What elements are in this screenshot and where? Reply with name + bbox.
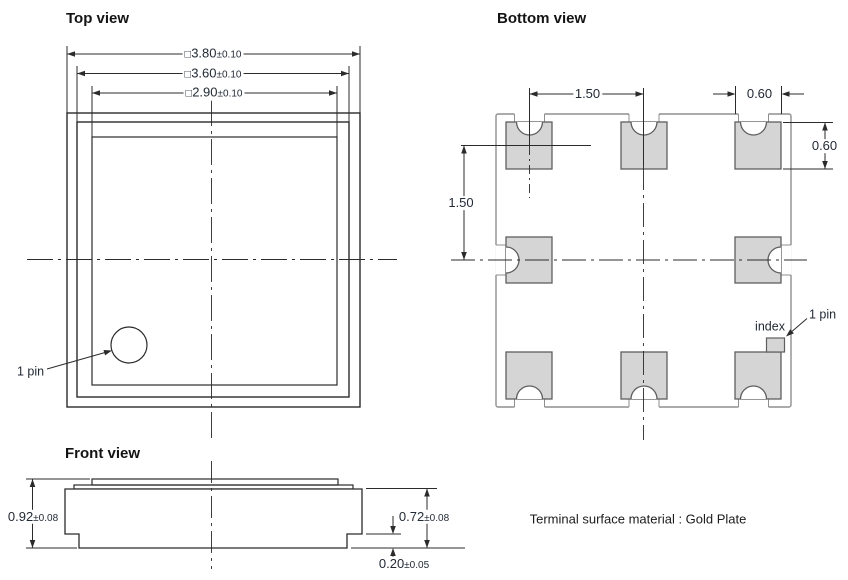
dim-label-pad-pitch-horizontal: 1.50	[572, 86, 603, 102]
front-view-extension-lines	[26, 478, 465, 549]
package-lid-cavity	[91, 136, 338, 386]
terminal-material-note: Terminal surface material : Gold Plate	[529, 511, 747, 527]
package-side-profile	[64, 488, 363, 549]
lid-top-layer	[91, 478, 339, 486]
dim-label-body-height: 0.72±0.08	[396, 508, 452, 524]
dim-label-step-height: 0.20±0.05	[376, 555, 432, 572]
dim-label-pad-height: 0.60	[809, 138, 840, 154]
index-pad-label: index	[755, 318, 785, 333]
top-view-extension-lines	[66, 46, 361, 137]
bottom-view-title: Bottom view	[497, 10, 587, 27]
index-pad	[765, 337, 786, 353]
castellation-relief-ticks	[496, 114, 791, 407]
dim-label-total-height: 0.92±0.08	[5, 508, 61, 524]
top-view-pin1-label: 1 pin	[16, 363, 45, 378]
bottom-pin1-leader-line	[790, 318, 808, 333]
top-view-title: Top view	[66, 10, 130, 27]
bottom-view-arrowheads	[461, 91, 828, 337]
pin1-leader-arrowhead	[103, 350, 112, 356]
dim-label-outer-size: □3.80±0.10	[182, 45, 244, 62]
package-outer-body	[66, 112, 361, 408]
top-view-drawing	[27, 46, 397, 440]
dim-label-pad-pitch-vertical: 1.50	[446, 195, 476, 211]
bottom-view-drawing	[451, 86, 833, 440]
bottom-view-pin1-label: 1 pin	[808, 307, 837, 322]
top-view-arrowheads	[67, 51, 360, 356]
pin1-mark-circle	[110, 326, 148, 364]
front-view-arrowheads	[29, 479, 430, 556]
bottom-pin1-leader-arrowhead	[786, 329, 794, 337]
bottom-view-centerlines	[451, 88, 807, 440]
front-view-title: Front view	[65, 445, 141, 462]
castellation-notches	[505, 121, 782, 400]
dim-label-inner-size: □2.90±0.10	[183, 84, 245, 101]
dim-label-pad-width: 0.60	[744, 86, 775, 102]
pin1-leader-line	[46, 351, 106, 370]
front-view-drawing	[26, 461, 465, 569]
dim-label-mid-size: □3.60±0.10	[182, 65, 244, 81]
